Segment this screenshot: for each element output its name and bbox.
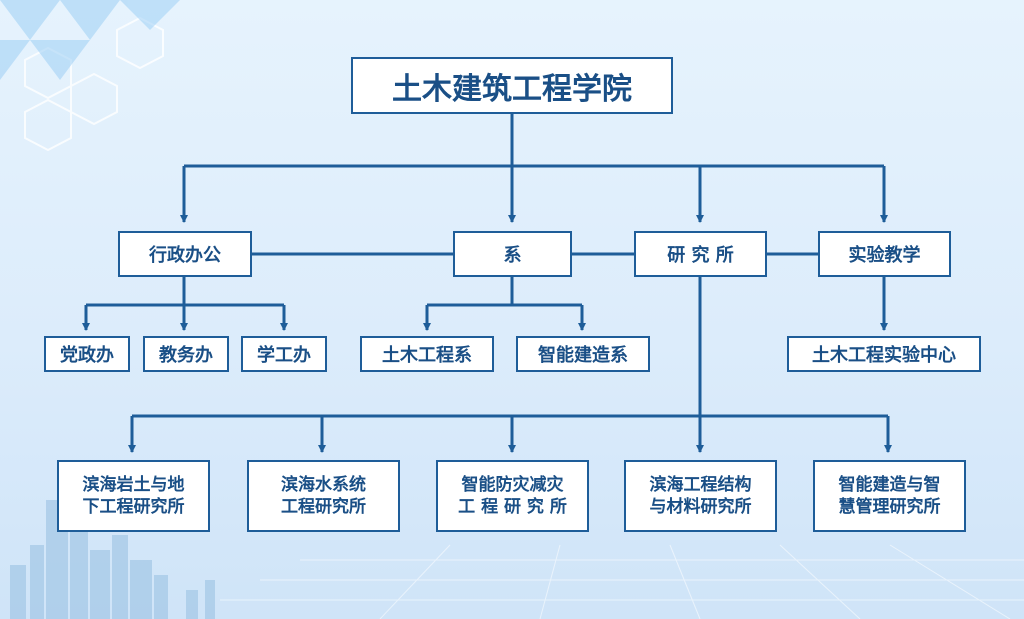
node-institute: 研 究 所	[634, 231, 767, 277]
node-student-office: 学工办	[241, 336, 327, 372]
institute-5-line1: 智能建造与智	[838, 475, 941, 495]
node-institute-3: 智能防灾减灾 工 程 研 究 所	[436, 460, 589, 532]
node-party-office: 党政办	[44, 336, 130, 372]
institute-3-line2: 工 程 研 究 所	[458, 497, 567, 517]
node-lab: 实验教学	[818, 231, 951, 277]
node-lab-center-label: 土木工程实验中心	[812, 345, 956, 366]
institute-2-line1: 滨海水系统	[281, 475, 366, 495]
node-student-office-label: 学工办	[257, 345, 311, 366]
node-dept: 系	[453, 231, 572, 277]
node-institute-5: 智能建造与智 慧管理研究所	[813, 460, 966, 532]
institute-4-line2: 与材料研究所	[649, 497, 752, 517]
institute-1-line1: 滨海岩土与地	[82, 475, 185, 495]
node-lab-label: 实验教学	[848, 245, 921, 266]
node-institute-2: 滨海水系统 工程研究所	[247, 460, 400, 532]
institute-2-line2: 工程研究所	[281, 497, 366, 517]
root-label: 土木建筑工程学院	[392, 71, 632, 107]
institute-4-line1: 滨海工程结构	[649, 475, 752, 495]
node-academic-office: 教务办	[143, 336, 229, 372]
node-smart-construction-dept-label: 智能建造系	[538, 345, 628, 366]
node-civil-dept: 土木工程系	[360, 336, 494, 372]
node-institute-4: 滨海工程结构 与材料研究所	[624, 460, 777, 532]
node-institute-1: 滨海岩土与地 下工程研究所	[57, 460, 210, 532]
node-lab-center: 土木工程实验中心	[787, 336, 981, 372]
node-party-office-label: 党政办	[60, 345, 114, 366]
connector-lines	[82, 113, 892, 453]
institute-3-line1: 智能防灾减灾	[461, 475, 564, 495]
node-civil-dept-label: 土木工程系	[382, 345, 472, 366]
node-academic-office-label: 教务办	[159, 345, 213, 366]
node-smart-construction-dept: 智能建造系	[516, 336, 650, 372]
node-admin: 行政办公	[118, 231, 252, 277]
root-node: 土木建筑工程学院	[351, 57, 673, 114]
node-dept-label: 系	[503, 245, 522, 266]
node-admin-label: 行政办公	[149, 245, 221, 266]
institute-5-line2: 慧管理研究所	[838, 497, 941, 517]
node-institute-label: 研 究 所	[667, 245, 734, 266]
institute-1-line2: 下工程研究所	[82, 497, 185, 517]
